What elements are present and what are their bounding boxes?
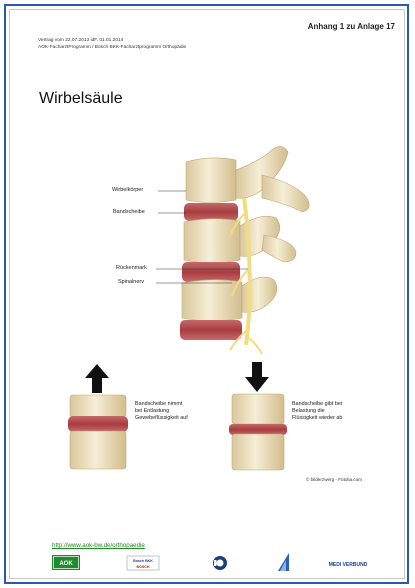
medi-logo-icon <box>278 553 289 571</box>
arrow-up-icon <box>85 364 109 393</box>
label-bandscheibe: Bandscheibe <box>113 209 145 215</box>
disc-relieved-illustration <box>68 364 128 469</box>
vertebra-lower <box>182 277 277 321</box>
image-credit: © bilderzwerg - Fotolia.com <box>306 477 362 482</box>
spinal-nerve-4 <box>249 338 262 354</box>
disc-loaded-illustration <box>229 362 287 470</box>
label-spinalnerv: Spinalnerv <box>118 279 144 285</box>
aok-logo-text: AOK <box>59 561 73 567</box>
label-rueckenmark: Rückenmark <box>116 265 147 271</box>
vertebra-middle <box>184 216 296 263</box>
bosch-logo-text: BOSCH <box>137 565 150 569</box>
arrow-down-icon <box>245 362 269 392</box>
caption-relieved: Bandscheibe nimmt bei Entlastung Gewebef… <box>135 401 188 422</box>
label-wirbelkoerper: Wirbelkörper <box>112 187 143 193</box>
aok-logo: AOK <box>52 555 80 570</box>
disc-3 <box>180 320 242 340</box>
medi-verbund-logo-text: MEDI VERBUND <box>329 562 368 568</box>
bosch-bkk-logo: Bosch BKK BOSCH <box>127 556 159 570</box>
bosch-bkk-logo-text: Bosch BKK <box>133 559 153 563</box>
headset-logo-icon <box>213 556 227 570</box>
medi-verbund-logo: MEDI VERBUND <box>329 562 368 568</box>
disc-1 <box>184 203 238 221</box>
disc-2 <box>182 262 240 282</box>
aok-orthopaedie-link[interactable]: http://www.aok-bw.de/orthopaedie <box>52 542 145 549</box>
vertebra-top <box>186 146 309 212</box>
caption-loaded: Bandscheibe gibt bei Belastung die Flüss… <box>292 401 342 422</box>
